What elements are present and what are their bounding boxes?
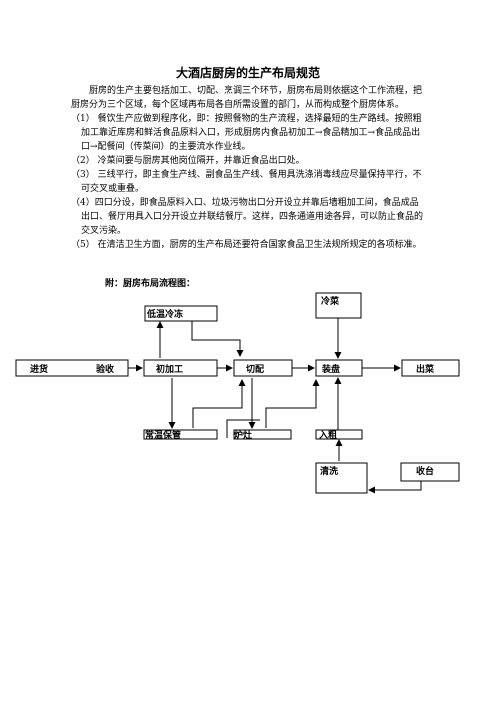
box-qiepei: 切配: [233, 359, 293, 377]
box-lengcai: 冷菜: [315, 292, 362, 319]
box-ruzu-label: 入粗: [318, 429, 337, 441]
box-shoutai: 收台: [400, 462, 460, 482]
box-shoutai-label: 收台: [416, 465, 434, 477]
body-text: 厨房的生产主要包括加工、切配、烹调三个环节，厨房布局则依据这个工作流程，把厨房分…: [71, 84, 423, 252]
box-luzao: 炉灶: [233, 429, 292, 441]
rule-1: （1） 餐饮生产应做到程序化，即：按照餐物的生产流程，选择最短的生产路线。按照粗…: [71, 114, 422, 152]
flow-connectors: [67, 318, 422, 494]
line-luzao-side: [226, 419, 260, 438]
box-qingxi: 清洗: [315, 462, 368, 494]
box-qingxi-label: 清洗: [320, 465, 338, 477]
box-changwen-label: 常温保管: [145, 429, 181, 441]
arrow-shoutai-qingxi: [368, 481, 422, 494]
box-changwen: 常温保管: [143, 429, 218, 441]
page-title: 大酒店厨房的生产布局规范: [175, 66, 320, 80]
box-chucai: 出菜: [401, 359, 460, 377]
box-chujiagong: 初加工: [143, 359, 218, 377]
arrow-luzao-zhuangpan: [265, 379, 320, 428]
box-jinhuo-label: 进货: [30, 363, 48, 375]
box-diwen-label: 低温冷冻: [146, 308, 183, 320]
intro-paragraph: 厨房的生产主要包括加工、切配、烹调三个环节，厨房布局则依据这个工作流程，把厨房分…: [71, 86, 423, 110]
rule-5: （5） 在清洁卫生方面，厨房的生产布局还要符合国家食品卫生法规所规定的各项标准。: [71, 240, 422, 250]
box-chucai-label: 出菜: [416, 363, 435, 375]
rule-4: （4）四口分设，即食品原料入口、垃圾污物出口分开设立并靠后墙粗加工间，食品成品出…: [71, 198, 424, 236]
appendix-label: 附：厨房布局流程图：: [105, 279, 196, 289]
box-luzao-label: 炉灶: [234, 429, 252, 441]
arrow-changwen-qiepei: [192, 379, 246, 428]
box-qiepei-label: 切配: [246, 364, 264, 375]
box-lengcai-label: 冷菜: [321, 295, 340, 307]
rule-3: （3） 三线平行，即主食生产线、副食品生产线、餐用具洗涤消毒线应尽量保持平行，不…: [71, 170, 422, 194]
arrow-diwen-qiepei: [191, 321, 244, 357]
rule-2: （2） 冷菜间要与厨房其他岗位隔开，并靠近食品出口处。: [71, 156, 305, 166]
box-zhuangpan-label: 装盘: [321, 363, 340, 375]
box-ruzu: 入粗: [315, 429, 363, 441]
box-diwen: 低温冷冻: [144, 305, 218, 322]
box-yanshou-label: 验收: [96, 363, 114, 375]
box-chujiagong-label: 初加工: [156, 363, 183, 375]
box-zhuangpan: 装盘: [315, 359, 363, 377]
box-jinhuo: 进货 验收: [15, 359, 129, 377]
